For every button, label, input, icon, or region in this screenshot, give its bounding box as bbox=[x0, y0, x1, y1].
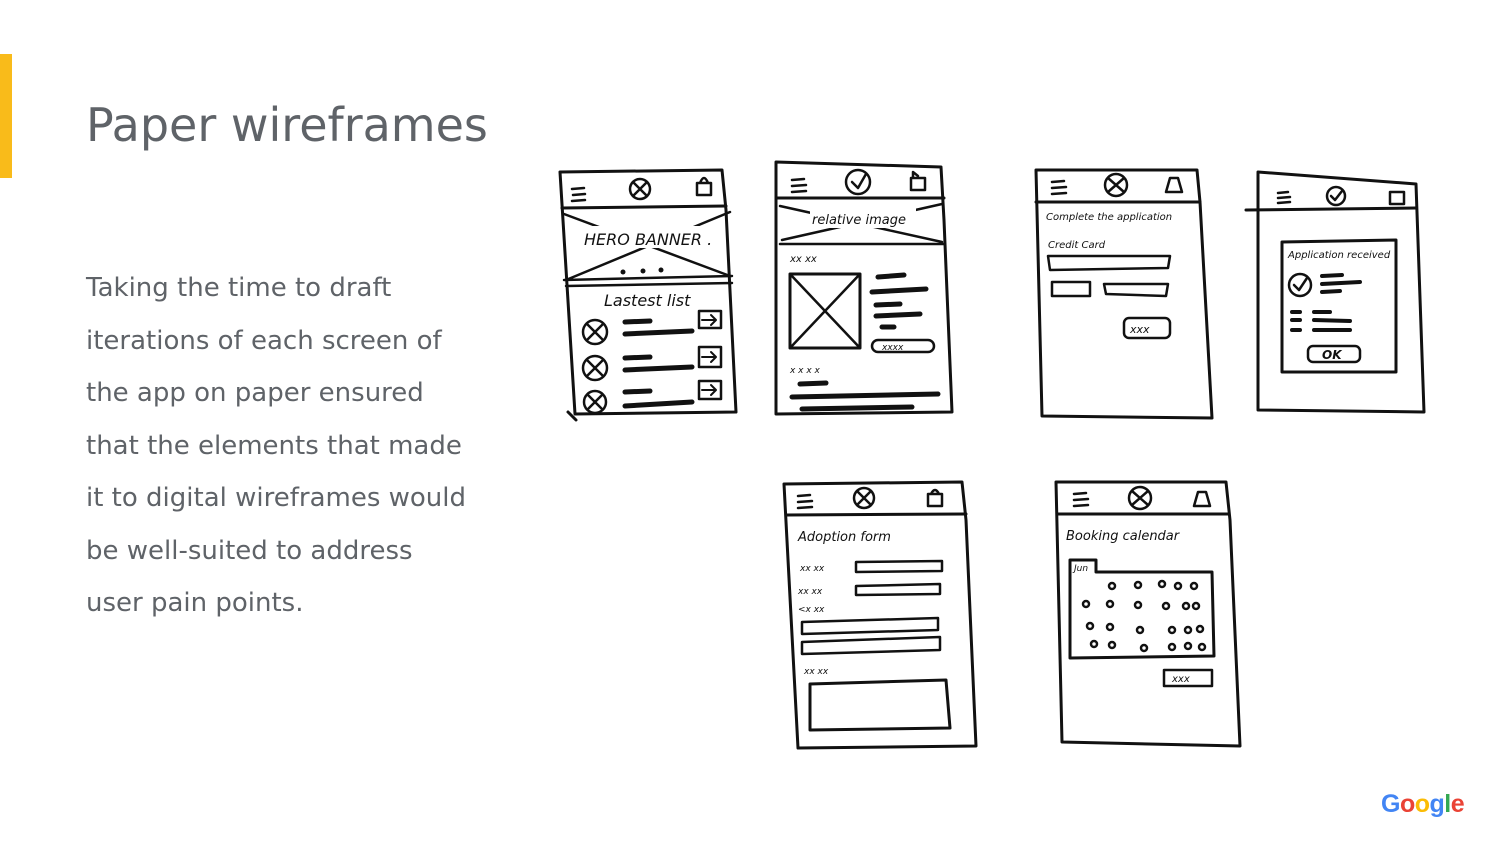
sketch-application-heading: Complete the application bbox=[1046, 212, 1172, 223]
sketch-section-text: x x x x bbox=[789, 366, 821, 376]
sketch-meta-text: xx xx bbox=[789, 254, 817, 265]
logo-letter: e bbox=[1450, 790, 1465, 818]
sketch-detail: relative image xx xx xxxx x x x x bbox=[774, 160, 954, 416]
sketch-application-button-text: xxx bbox=[1129, 323, 1150, 336]
sketch-list-row bbox=[581, 309, 723, 346]
sketch-hero-banner-text: HERO BANNER . bbox=[584, 230, 712, 249]
sketch-latest-list-text: Lastest list bbox=[604, 291, 691, 310]
sketch-relative-image-text: relative image bbox=[812, 213, 906, 228]
sketch-month-tab-text: Jun bbox=[1072, 564, 1088, 574]
slide-body-text: Taking the time to draft iterations of e… bbox=[86, 273, 467, 618]
accent-bar bbox=[0, 54, 12, 178]
google-logo: Google bbox=[1381, 790, 1465, 819]
logo-letter: g bbox=[1429, 790, 1445, 818]
sketch-menu-icon bbox=[570, 186, 587, 203]
logo-letter: o bbox=[1399, 790, 1415, 818]
sketch-list-row bbox=[582, 379, 723, 415]
logo-letter: l bbox=[1444, 790, 1451, 818]
sketch-confirmation-heading: Application received bbox=[1287, 250, 1391, 261]
sketch-adoption-heading: Adoption form bbox=[797, 530, 891, 545]
sketch-bag-icon bbox=[695, 176, 713, 197]
sketch-adoption-form: Adoption form xx xx xx xx <x xx xx xx bbox=[782, 480, 978, 750]
logo-letter: G bbox=[1381, 790, 1400, 818]
sketch-logo-icon bbox=[628, 177, 652, 201]
sketch-credit-card-label: Credit Card bbox=[1048, 240, 1106, 251]
sketch-booking-calendar: Booking calendar Jun xxx bbox=[1054, 480, 1242, 748]
sketch-adoption-field-label: xx xx bbox=[803, 667, 829, 677]
logo-letter: o bbox=[1414, 790, 1430, 818]
sketch-adoption-field-label: <x xx bbox=[798, 605, 825, 615]
sketch-booking-heading: Booking calendar bbox=[1066, 529, 1181, 544]
sketch-list-row bbox=[581, 345, 723, 382]
slide-title: Paper wireframes bbox=[86, 98, 488, 152]
sketch-adoption-field-label: xx xx bbox=[797, 587, 823, 597]
sketch-home: HERO BANNER . Lastest list bbox=[558, 168, 738, 422]
sketch-detail-button-text: xxxx bbox=[881, 343, 904, 353]
sketch-ok-button-text: OK bbox=[1322, 348, 1343, 362]
sketch-adoption-field-label: xx xx bbox=[799, 564, 825, 574]
sketch-confirmation: Application received OK bbox=[1244, 170, 1426, 414]
sketch-booking-button-text: xxx bbox=[1171, 674, 1190, 685]
sketch-application: Complete the application Credit Card xxx bbox=[1034, 168, 1214, 420]
